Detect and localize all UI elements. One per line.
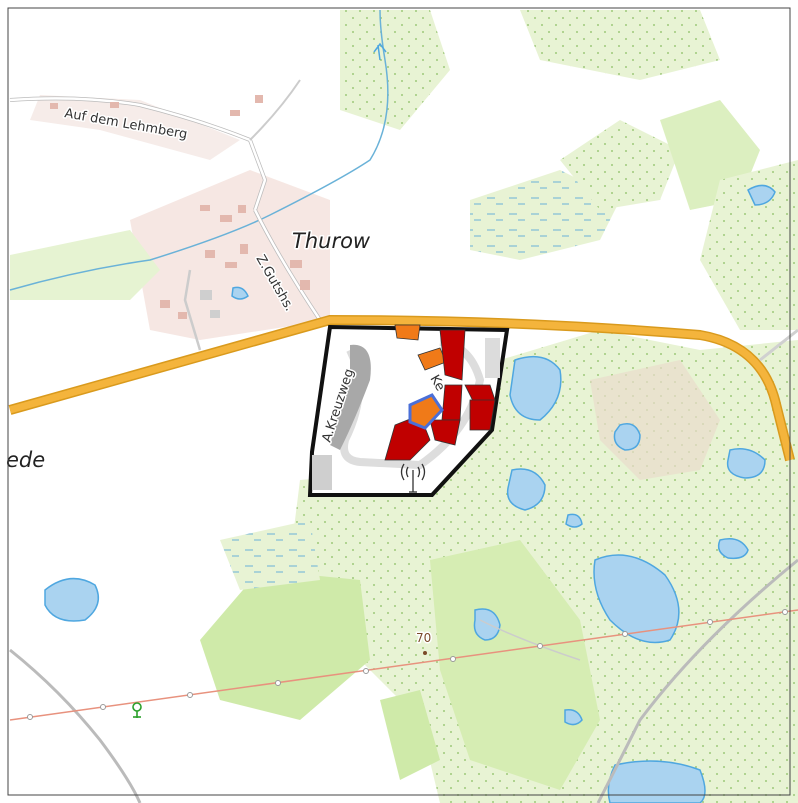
tree-icon	[132, 702, 142, 718]
road-auf-dem-lehmberg-fill	[9, 97, 267, 211]
place-label-west[interactable]: ede	[5, 447, 47, 474]
meadow-west	[10, 230, 160, 300]
building-orange-north	[394, 324, 421, 341]
road-southeast	[596, 558, 798, 803]
building-red-1	[439, 329, 466, 381]
meadow-center-north	[560, 120, 680, 210]
scrub-patch	[590, 360, 720, 480]
pond-south	[473, 608, 501, 641]
village-buildings	[50, 95, 310, 319]
road-village-west	[183, 269, 202, 351]
building-red-4	[441, 384, 463, 421]
pond-small-east	[613, 423, 641, 451]
track-south	[479, 619, 581, 661]
road-southwest	[9, 648, 142, 803]
building-grey-long	[330, 344, 371, 450]
pond-village	[231, 286, 249, 300]
road-north-branch	[249, 79, 301, 141]
residential-area-thurow	[130, 170, 330, 340]
lake-bottom	[607, 760, 706, 803]
building-grey-west	[312, 455, 332, 490]
spring-arrow-icon	[373, 42, 387, 61]
map-frame-border	[7, 7, 791, 796]
building-red-5	[429, 419, 461, 446]
pond-south-center	[506, 468, 546, 511]
grey-buildings-village	[200, 290, 220, 318]
elevation-label: 70	[416, 631, 431, 645]
road-east-branch	[759, 328, 798, 362]
pond-tiny-2	[564, 708, 583, 726]
highlighted-building[interactable]	[408, 393, 444, 430]
forest-park-southwest	[200, 570, 370, 720]
residential-area-north	[30, 95, 240, 160]
antenna-icon	[400, 463, 426, 493]
place-label-thurow[interactable]: Thurow	[291, 228, 373, 255]
marsh-west	[220, 520, 320, 590]
main-road[interactable]	[9, 316, 794, 461]
lake-southeast	[593, 554, 680, 644]
power-line-towers	[27, 609, 788, 720]
meadow-east	[700, 160, 798, 330]
power-line	[9, 609, 798, 721]
elevation-point	[423, 651, 427, 655]
marsh-center	[470, 170, 620, 260]
forest-park-small	[380, 690, 440, 780]
forest-park-south	[430, 540, 600, 790]
meadow-north	[340, 10, 450, 130]
building-grey-east	[485, 338, 500, 378]
road-z-gutshs-fill	[253, 209, 322, 321]
pond-west	[44, 577, 100, 622]
stream-north	[9, 9, 389, 291]
pond-northeast	[747, 184, 776, 206]
pond-east	[726, 448, 766, 479]
pond-center	[509, 355, 562, 421]
building-red-3	[469, 399, 496, 431]
pond-tiny-1	[565, 513, 583, 528]
meadow-northeast	[520, 10, 720, 80]
pond-southeast-small	[717, 538, 749, 560]
